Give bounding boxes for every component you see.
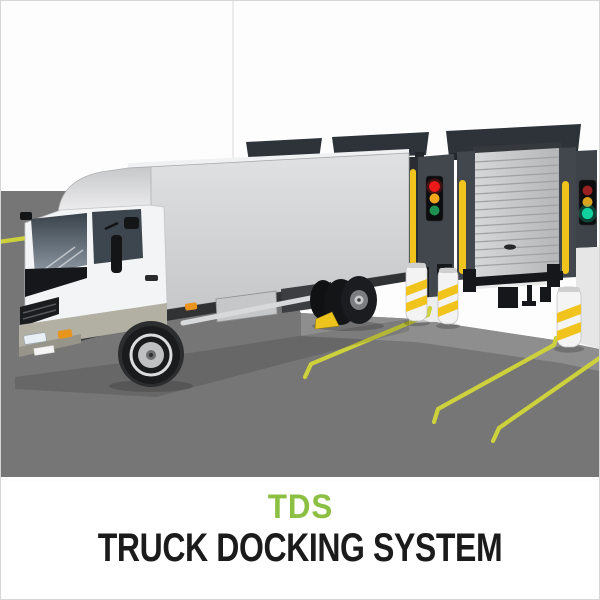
turn-indicator: [57, 329, 73, 339]
bollard: [437, 267, 459, 325]
upper-mirror: [124, 217, 139, 229]
amber-lamp: [582, 197, 593, 207]
roof-deflector: [57, 166, 152, 214]
dashboard-band: [25, 267, 87, 297]
wheel-chock: [314, 311, 340, 330]
reflective-strip: [562, 181, 569, 274]
grille-slats: [22, 303, 57, 320]
cargo-box-top: [128, 149, 409, 168]
red-lamp-on: [429, 181, 440, 192]
reflective-strip: [459, 180, 466, 274]
side-mirror: [111, 235, 122, 273]
roller-door-slats: [474, 156, 560, 267]
docking-scene-illustration: [1, 1, 599, 481]
dock-wall-side: [576, 247, 599, 349]
traffic-light-left: [425, 175, 444, 222]
red-lamp-dim: [582, 185, 593, 196]
dock-right: [457, 142, 599, 349]
caption-block: TDS TRUCK DOCKING SYSTEM: [1, 481, 599, 599]
side-guard-rail: [180, 293, 324, 326]
license-plate: [33, 345, 55, 356]
kerb-mirror: [20, 212, 32, 220]
amber-lamp: [429, 193, 440, 204]
dock-leveler-and-bumpers: [463, 264, 563, 308]
dock-control-box: [498, 287, 518, 308]
door-handle: [145, 275, 158, 281]
safety-bollards: [404, 262, 584, 353]
headlight: [23, 332, 47, 345]
product-acronym: TDS: [267, 488, 333, 526]
concrete-apron: [301, 313, 599, 371]
green-lamp-on: [581, 207, 594, 220]
lane-marking: [490, 355, 599, 444]
windshield: [31, 213, 87, 275]
grille: [20, 297, 59, 327]
reflective-strip: [410, 169, 416, 267]
door-handle: [504, 244, 516, 250]
mirror-arm: [104, 221, 119, 231]
product-title: TRUCK DOCKING SYSTEM: [97, 525, 503, 570]
roller-door: [475, 148, 559, 280]
bollard: [405, 262, 428, 322]
lane-marking: [431, 335, 559, 425]
traffic-light-right: [578, 179, 597, 226]
bumper-trim: [19, 303, 167, 349]
lane-marking: [302, 305, 433, 380]
green-lamp-dim: [429, 205, 440, 216]
truck: [19, 149, 410, 387]
side-marker-light: [184, 302, 198, 311]
bollard: [556, 286, 582, 348]
